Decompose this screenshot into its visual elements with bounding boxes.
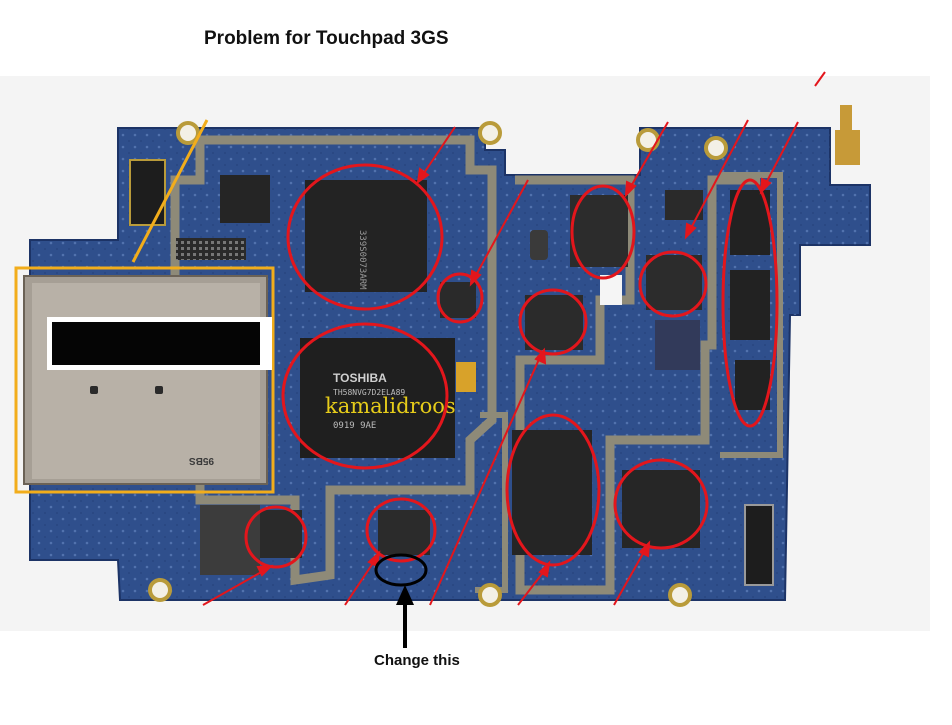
orange-pointer-line — [131, 119, 209, 263]
power-chip — [378, 510, 430, 555]
change-this-caption: Change this — [374, 652, 460, 669]
sim-mark: 95BS — [189, 455, 214, 466]
circle-right-mid — [638, 250, 708, 318]
red-arrows — [202, 71, 826, 606]
radio-chip — [570, 195, 628, 267]
circle-mid — [518, 288, 588, 356]
black-arrowhead — [396, 585, 414, 605]
toshiba-date-code: 0919 9AE — [333, 421, 376, 431]
shield-frame-left — [170, 135, 497, 586]
page-title: Problem for Touchpad 3GS — [204, 28, 449, 49]
antenna-tab — [835, 105, 860, 165]
flex-connector-right — [744, 504, 774, 586]
chip-strip-3 — [735, 360, 770, 410]
circle-bottom-left — [244, 505, 308, 569]
shield-frame-right — [515, 175, 760, 595]
circle-right-lower — [613, 458, 709, 550]
chip-mid — [525, 295, 583, 350]
circle-nand — [281, 322, 449, 470]
toshiba-nand-chip — [300, 338, 455, 458]
circle-strip — [721, 178, 779, 428]
memory-chip-lower — [512, 430, 592, 555]
small-chip-center — [440, 282, 476, 318]
circle-processor — [286, 163, 444, 311]
circle-radio — [570, 184, 636, 280]
svg-text:339S0073ARM: 339S0073ARM — [357, 230, 367, 290]
chip-right-lower — [622, 470, 700, 548]
chip-bottom-left — [254, 510, 302, 558]
red-circles — [244, 163, 779, 569]
chip-strip-2 — [730, 270, 770, 340]
circle-power — [365, 497, 437, 563]
change-this-marker — [374, 553, 428, 587]
sim-frame — [14, 266, 275, 494]
watermark-text: kamalidroos — [325, 394, 456, 418]
toshiba-label: TOSHIBA — [333, 371, 387, 385]
toshiba-part-number: TH58NVG7D2ELA89 — [333, 388, 405, 397]
chip-strip-1 — [730, 190, 770, 255]
circle-small-center — [436, 272, 484, 324]
processor-chip — [305, 180, 427, 292]
chip-right-mid — [646, 255, 702, 310]
flex-connector-top — [129, 159, 166, 226]
circle-memory-lower — [505, 413, 601, 567]
